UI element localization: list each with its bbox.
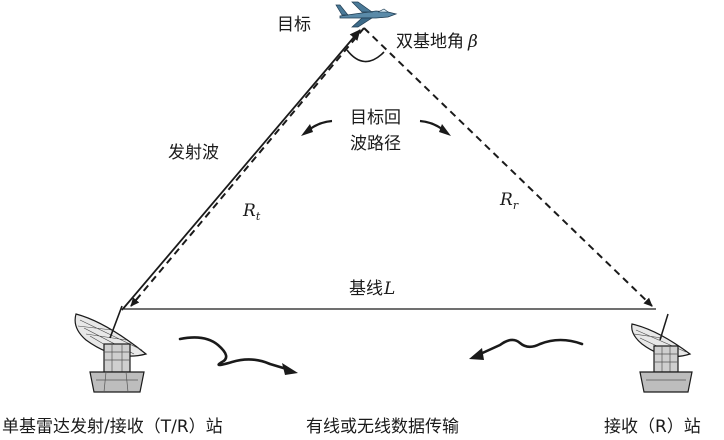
receive-station-label: 接收（R）站 [604, 417, 701, 437]
rt-label: Rt [242, 201, 261, 223]
bistatic-angle-arc [346, 49, 385, 63]
baseline-label: 基线L [349, 279, 395, 299]
transmit-wave-label: 发射波 [168, 143, 219, 163]
echo-path-label-line1: 目标回 [350, 108, 401, 128]
echo-path-to-tr-line [130, 27, 365, 307]
transmit-wave-line [121, 29, 361, 311]
data-link-arrow-left-head [282, 363, 298, 375]
data-link-arrow-right-head [469, 348, 484, 360]
rr-label: Rr [499, 190, 519, 212]
echo-path-label-line2: 波路径 [350, 134, 401, 154]
echo-path-to-r-line [363, 27, 653, 307]
echo-arrow-right-head [439, 124, 451, 136]
data-link-arrow-right [476, 338, 584, 357]
tr-radar-dish-icon [74, 305, 148, 393]
target-label: 目标 [277, 15, 311, 35]
r-radar-dish-icon [631, 313, 693, 393]
echo-arrow-left-head [301, 124, 313, 136]
monostatic-station-label: 单基雷达发射/接收（T/R）站 [2, 417, 223, 437]
data-transmission-label: 有线或无线数据传输 [306, 417, 459, 437]
target-aircraft-icon [335, 1, 398, 28]
data-link-arrow-left [178, 336, 292, 372]
